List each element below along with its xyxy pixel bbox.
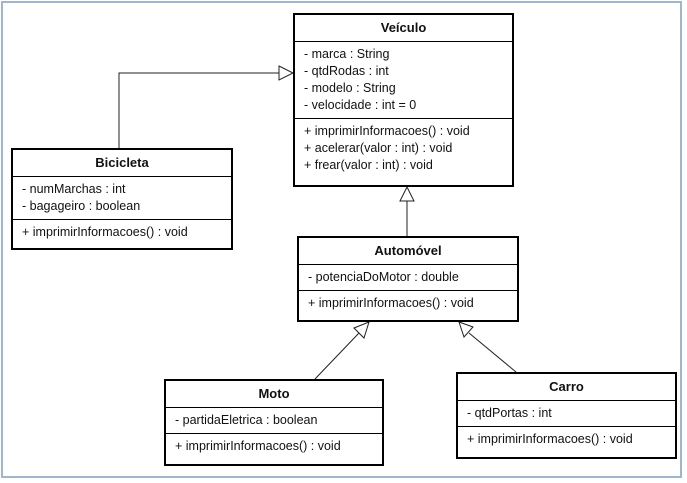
class-automovel-name: Automóvel <box>299 238 517 265</box>
operation: + imprimirInformacoes() : void <box>175 439 341 453</box>
class-automovel-attributes: - potenciaDoMotor : double <box>299 265 517 291</box>
attribute: - bagageiro : boolean <box>22 199 141 213</box>
generalization-moto-automovel <box>314 332 360 380</box>
operation: + imprimirInformacoes() : void <box>22 225 188 239</box>
class-moto[interactable]: Moto - partidaEletrica : boolean + impri… <box>164 379 384 466</box>
attribute: - velocidade : int = 0 <box>304 98 417 112</box>
generalization-carro-automovel <box>468 332 517 373</box>
attribute: - numMarchas : int <box>22 182 126 196</box>
arrowhead-automovel-from-moto <box>353 321 370 339</box>
operation: + imprimirInformacoes() : void <box>308 296 474 310</box>
class-veiculo-attributes: - marca : String - qtdRodas : int - mode… <box>295 42 512 119</box>
generalization-bicicleta-veiculo <box>118 72 279 148</box>
class-carro[interactable]: Carro - qtdPortas : int + imprimirInform… <box>456 372 677 459</box>
operation: + imprimirInformacoes() : void <box>467 432 633 446</box>
class-moto-name: Moto <box>166 381 382 408</box>
arrowhead-veiculo-from-bicicleta <box>278 65 295 81</box>
class-automovel-operations: + imprimirInformacoes() : void <box>299 291 517 316</box>
class-bicicleta[interactable]: Bicicleta - numMarchas : int - bagageiro… <box>11 148 233 250</box>
class-moto-attributes: - partidaEletrica : boolean <box>166 408 382 434</box>
operation: + frear(valor : int) : void <box>304 158 433 172</box>
class-carro-name: Carro <box>458 374 675 401</box>
attribute: - qtdRodas : int <box>304 64 389 78</box>
attribute: - marca : String <box>304 47 390 61</box>
class-moto-operations: + imprimirInformacoes() : void <box>166 434 382 459</box>
operation: + acelerar(valor : int) : void <box>304 141 453 155</box>
class-bicicleta-attributes: - numMarchas : int - bagageiro : boolean <box>13 177 231 220</box>
class-carro-attributes: - qtdPortas : int <box>458 401 675 427</box>
attribute: - modelo : String <box>304 81 396 95</box>
attribute: - qtdPortas : int <box>467 406 552 420</box>
attribute: - partidaEletrica : boolean <box>175 413 318 427</box>
class-bicicleta-name: Bicicleta <box>13 150 231 177</box>
class-veiculo-name: Veículo <box>295 15 512 42</box>
class-veiculo-operations: + imprimirInformacoes() : void + acelera… <box>295 119 512 178</box>
class-carro-operations: + imprimirInformacoes() : void <box>458 427 675 452</box>
arrowhead-veiculo-from-automovel <box>399 185 415 202</box>
class-veiculo[interactable]: Veículo - marca : String - qtdRodas : in… <box>293 13 514 187</box>
arrowhead-automovel-from-carro <box>458 321 474 338</box>
class-automovel[interactable]: Automóvel - potenciaDoMotor : double + i… <box>297 236 519 322</box>
class-bicicleta-operations: + imprimirInformacoes() : void <box>13 220 231 245</box>
attribute: - potenciaDoMotor : double <box>308 270 459 284</box>
operation: + imprimirInformacoes() : void <box>304 124 470 138</box>
